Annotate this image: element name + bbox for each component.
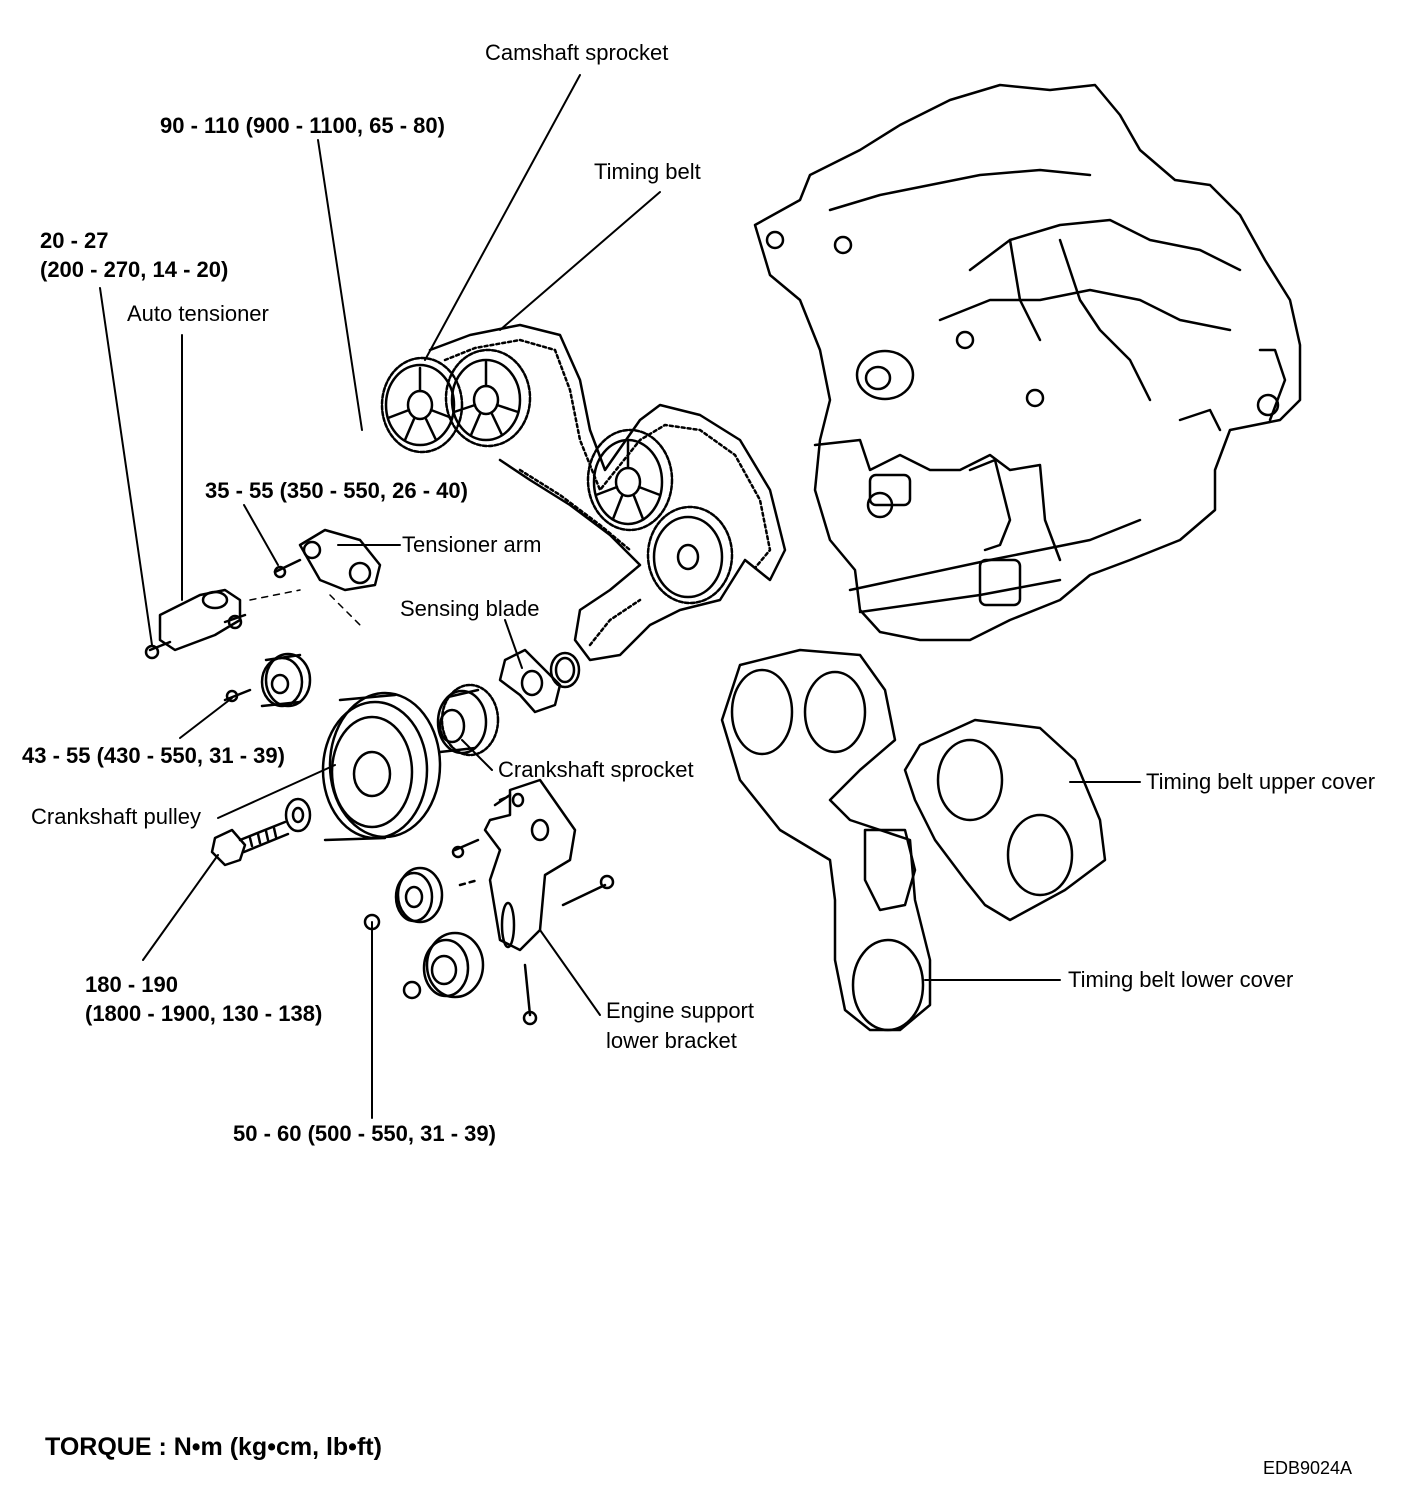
- label-tensioner-arm: Tensioner arm: [402, 532, 542, 557]
- timing-belt-upper-cover-drawing: [903, 718, 1107, 922]
- leader-timing-belt: [499, 191, 661, 331]
- auto-tensioner-drawing: [144, 588, 247, 660]
- timing-belt-drawing: [428, 323, 787, 662]
- label-timing-belt-upper-cover: Timing belt upper cover: [1146, 769, 1376, 794]
- crankshaft-sprocket-drawing: [436, 683, 500, 757]
- leader-crankshaft-pulley: [217, 764, 336, 819]
- label-crankshaft-pulley: Crankshaft pulley: [31, 804, 201, 829]
- torque-auto-tensioner-bolt-line2: (200 - 270, 14 - 20): [40, 257, 229, 282]
- camshaft-sprocket-drawing: [380, 348, 734, 605]
- leader-auto-tensioner-bolt: [99, 287, 153, 646]
- label-sensing-blade: Sensing blade: [400, 596, 540, 621]
- label-camshaft-sprocket: Camshaft sprocket: [485, 40, 669, 65]
- torque-camshaft-bolt: 90 - 110 (900 - 1100, 65 - 80): [160, 113, 445, 138]
- leader-lines: [99, 74, 1141, 1119]
- torque-units-legend: TORQUE : N•m (kg•cm, lb•ft): [45, 1433, 382, 1461]
- leader-idler-bolt: [179, 697, 233, 739]
- crankshaft-pulley-drawing: [284, 691, 442, 842]
- leader-camshaft-sprocket: [424, 74, 581, 361]
- camshaft-sprocket-rear-lower: [646, 505, 734, 605]
- sensing-blade-drawing: [498, 648, 581, 714]
- camshaft-sprocket-right: [444, 348, 532, 448]
- torque-crankshaft-bolt-line2: (1800 - 1900, 130 - 138): [85, 1001, 323, 1026]
- torque-idler-bolt: 43 - 55 (430 - 550, 31 - 39): [22, 743, 285, 768]
- label-crankshaft-sprocket: Crankshaft sprocket: [498, 757, 694, 782]
- figure-code: EDB9024A: [1263, 1458, 1353, 1478]
- label-timing-belt: Timing belt: [594, 159, 701, 184]
- idler-pulley-drawing: [223, 652, 312, 708]
- crankshaft-bolt-drawing: [210, 820, 290, 867]
- torque-tensioner-arm-bolt: 35 - 55 (350 - 550, 26 - 40): [205, 478, 468, 503]
- label-auto-tensioner: Auto tensioner: [127, 301, 269, 326]
- leader-sensing-blade: [504, 619, 523, 669]
- torque-auto-tensioner-bolt-line1: 20 - 27: [40, 228, 109, 253]
- engine-block: [753, 83, 1302, 642]
- timing-belt-lower-cover-drawing: [720, 648, 932, 1032]
- camshaft-sprocket-rear-upper: [586, 428, 674, 532]
- leader-crankshaft-sprocket: [461, 739, 493, 771]
- leader-engine-support-bracket: [539, 929, 601, 1016]
- tensioner-arm-drawing: [249, 528, 382, 626]
- torque-bracket-bolt: 50 - 60 (500 - 550, 31 - 39): [233, 1121, 496, 1146]
- leader-crankshaft-bolt: [142, 854, 219, 961]
- camshaft-sprocket-left: [380, 356, 464, 454]
- leader-camshaft-bolt: [317, 139, 363, 431]
- engine-support-bracket-drawing: [451, 778, 615, 1026]
- leader-tensioner-arm-bolt: [243, 504, 279, 566]
- torque-crankshaft-bolt-line1: 180 - 190: [85, 972, 178, 997]
- label-engine-support-line1: Engine support: [606, 998, 754, 1023]
- label-engine-support-line2: lower bracket: [606, 1028, 737, 1053]
- lower-idler-drawing: [363, 866, 485, 1000]
- label-timing-belt-lower-cover: Timing belt lower cover: [1068, 967, 1294, 992]
